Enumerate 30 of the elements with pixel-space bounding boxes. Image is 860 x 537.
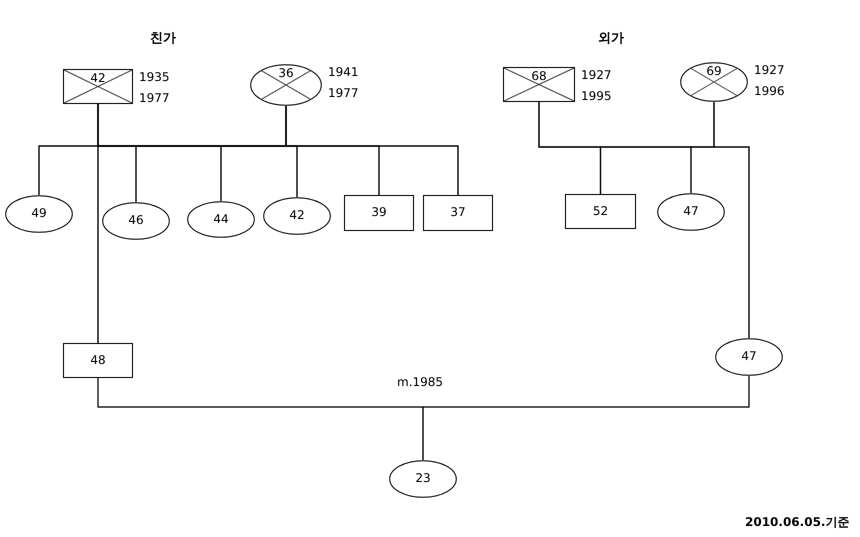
heading: 외가 bbox=[598, 30, 624, 47]
family-line bbox=[97, 106, 287, 343]
male-box: 68 bbox=[503, 67, 575, 102]
year-label: 1941 bbox=[328, 65, 359, 79]
female-ellipse: 23 bbox=[389, 460, 457, 498]
male-box: 42 bbox=[63, 69, 133, 104]
female-ellipse: 69 bbox=[680, 62, 748, 102]
year-label: 1977 bbox=[139, 91, 170, 105]
heading: 친가 bbox=[150, 30, 176, 47]
year-label: 1935 bbox=[139, 70, 170, 84]
female-ellipse: 47 bbox=[715, 338, 783, 376]
male-box: 52 bbox=[565, 194, 636, 229]
year-label: 1927 bbox=[581, 68, 612, 82]
family-line bbox=[713, 102, 750, 338]
male-box: 37 bbox=[423, 195, 493, 231]
year-label: 1977 bbox=[328, 86, 359, 100]
female-ellipse: 36 bbox=[250, 64, 322, 106]
female-ellipse: 42 bbox=[263, 197, 331, 235]
year-label: 1996 bbox=[754, 84, 785, 98]
year-label: 1995 bbox=[581, 89, 612, 103]
marriage-label: m.1985 bbox=[397, 375, 444, 389]
male-box: 48 bbox=[63, 343, 133, 378]
female-ellipse: 49 bbox=[5, 195, 73, 233]
year-label: 1927 bbox=[754, 63, 785, 77]
date-note: 2010.06.05.기준 bbox=[745, 514, 850, 531]
female-ellipse: 47 bbox=[657, 193, 725, 231]
female-ellipse: 46 bbox=[102, 202, 170, 240]
male-box: 39 bbox=[344, 195, 414, 231]
female-ellipse: 44 bbox=[187, 201, 255, 238]
family-line bbox=[422, 376, 750, 460]
